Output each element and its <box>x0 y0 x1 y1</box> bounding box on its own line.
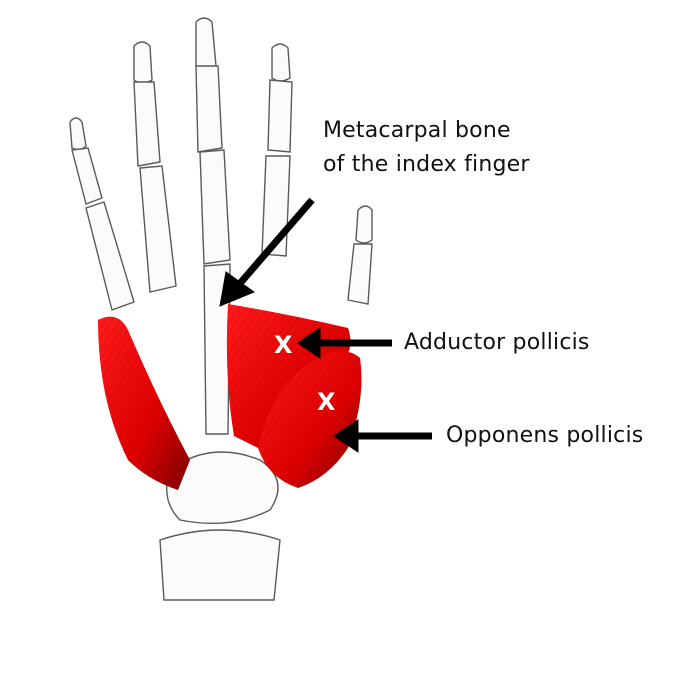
opponens-arrow <box>333 419 432 453</box>
metacarpal-arrow <box>219 197 315 307</box>
label-metacarpal-line1: Metacarpal bone <box>323 118 511 143</box>
little-finger-bones <box>69 117 135 311</box>
middle-finger-bones <box>195 17 231 435</box>
hand-bones <box>69 17 373 601</box>
carpal-bones <box>159 451 281 601</box>
thumb-bones <box>347 205 373 305</box>
opponens-x-marker: X <box>317 388 336 416</box>
label-metacarpal-line2: of the index finger <box>323 152 530 177</box>
label-adductor-pollicis: Adductor pollicis <box>404 330 590 355</box>
adductor-arrow <box>297 327 392 359</box>
index-finger-bones <box>261 43 293 257</box>
hypothenar-muscles <box>98 316 190 490</box>
ring-finger-bones <box>133 41 177 293</box>
adductor-x-marker: X <box>274 331 293 359</box>
opponens-pollicis-muscle <box>258 351 362 488</box>
label-opponens-pollicis: Opponens pollicis <box>446 423 644 448</box>
